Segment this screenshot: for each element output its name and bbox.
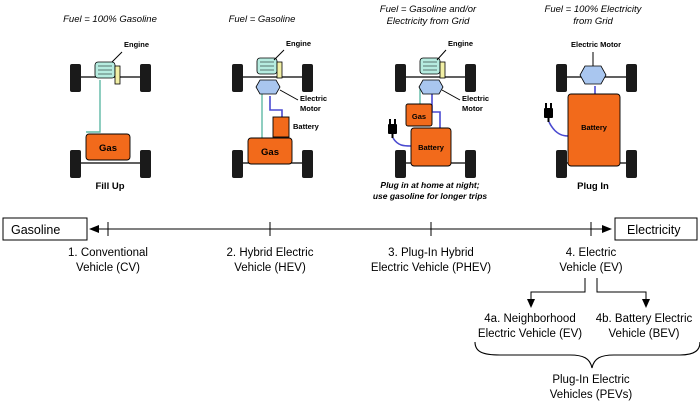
- vehicle-4-caption: Plug In: [577, 181, 609, 192]
- vehicle-3-plugin-hybrid: Fuel = Gasoline and/or Electricity from …: [373, 4, 489, 201]
- vehicle-3-motor-icon: [418, 79, 444, 95]
- vehicle-4-electric: Fuel = 100% Electricity from Grid Electr…: [544, 4, 643, 192]
- subcategory-4a-label-2: Electric Vehicle (EV): [478, 328, 582, 340]
- vehicle-3-motor-label: Electric: [462, 94, 489, 103]
- electricity-end-label: Electricity: [627, 223, 681, 237]
- vehicle-4-motor-label: Electric Motor: [571, 40, 621, 49]
- vehicle-3-battery-label: Battery: [418, 143, 445, 152]
- gasoline-end-box: [2, 217, 88, 241]
- vehicle-3-gas-tank: Gas: [405, 103, 433, 127]
- category-4-label-2: Vehicle (EV): [559, 262, 622, 274]
- vehicle-1-chassis: [70, 64, 151, 178]
- vehicle-2-motor-label-2: Motor: [300, 104, 321, 113]
- vehicle-3-motor-label-2: Motor: [462, 104, 483, 113]
- vehicle-3-fuel-label-2: Electricity from Grid: [387, 16, 471, 27]
- subcategory-4b-label: 4b. Battery Electric: [596, 313, 693, 325]
- category-3-label: 3. Plug-In Hybrid: [388, 247, 474, 259]
- pev-brace: [474, 341, 700, 369]
- vehicle-2-hybrid: Fuel = Gasoline Engine Electric Motor: [229, 14, 327, 178]
- pev-group-label-2: Vehicles (PEVs): [550, 389, 633, 401]
- vehicle-2-motor-label: Electric: [300, 94, 327, 103]
- vehicle-3-gas-label: Gas: [412, 112, 426, 121]
- vehicle-1-fuel-label: Fuel = 100% Gasoline: [63, 14, 157, 25]
- vehicle-3-fuel-label: Fuel = Gasoline and/or: [380, 4, 477, 15]
- vehicle-4-fuel-label-2: from Grid: [573, 16, 613, 27]
- vehicle-3-engine-label: Engine: [448, 39, 473, 48]
- vehicle-3-plug-icon: [388, 119, 397, 138]
- vehicle-1-engine-label: Engine: [124, 40, 149, 49]
- category-1-label-2: Vehicle (CV): [76, 262, 140, 274]
- electricity-end-box: [614, 217, 698, 241]
- vehicle-4-fuel-label: Fuel = 100% Electricity: [545, 4, 643, 15]
- vehicle-4-battery: Battery: [567, 93, 621, 167]
- category-1-label: 1. Conventional: [68, 247, 148, 259]
- category-labels: 1. Conventional Vehicle (CV) 2. Hybrid E…: [68, 247, 623, 274]
- ev-branch: 4a. Neighborhood Electric Vehicle (EV) 4…: [474, 278, 700, 401]
- category-3-label-2: Electric Vehicle (PHEV): [371, 262, 491, 274]
- category-2-label: 2. Hybrid Electric: [227, 247, 314, 259]
- vehicle-3-battery: Battery: [410, 127, 452, 167]
- vehicle-2-gas-tank: Gas: [247, 137, 293, 165]
- pev-group-label: Plug-In Electric: [552, 374, 630, 386]
- vehicle-1-gas-label: Gas: [99, 143, 117, 154]
- vehicle-2-fuel-label: Fuel = Gasoline: [229, 14, 296, 25]
- vehicle-2-battery: Battery: [272, 116, 320, 138]
- category-4-label: 4. Electric: [566, 247, 617, 259]
- vehicle-4-battery-label: Battery: [581, 123, 608, 132]
- subcategory-4b-label-2: Vehicle (BEV): [609, 328, 680, 340]
- vehicle-2-engine-label: Engine: [286, 39, 311, 48]
- vehicle-3-engine-icon: [419, 57, 446, 79]
- gasoline-end-label: Gasoline: [11, 223, 60, 237]
- category-2-label-2: Vehicle (HEV): [234, 262, 306, 274]
- vehicle-3-note-2: use gasoline for longer trips: [373, 191, 488, 201]
- vehicle-2-engine-icon: [256, 57, 283, 79]
- spectrum-axis: Gasoline Electricity: [2, 217, 698, 241]
- vehicle-4-motor-icon: [579, 65, 607, 85]
- vehicle-3-note: Plug in at home at night;: [380, 180, 479, 190]
- vehicle-1-conventional: Fuel = 100% Gasoline Engine Gas Fill Up: [63, 14, 157, 192]
- vehicle-1-caption: Fill Up: [95, 181, 124, 192]
- vehicle-1-gas-tank: Gas: [85, 133, 131, 161]
- vehicle-2-gas-label: Gas: [261, 147, 279, 158]
- subcategory-4a-label: 4a. Neighborhood: [484, 313, 575, 325]
- vehicle-4-plug-icon: [544, 103, 553, 122]
- vehicle-2-motor-icon: [255, 79, 281, 95]
- vehicle-1-engine-icon: [94, 61, 121, 85]
- vehicle-2-battery-label: Battery: [293, 122, 320, 131]
